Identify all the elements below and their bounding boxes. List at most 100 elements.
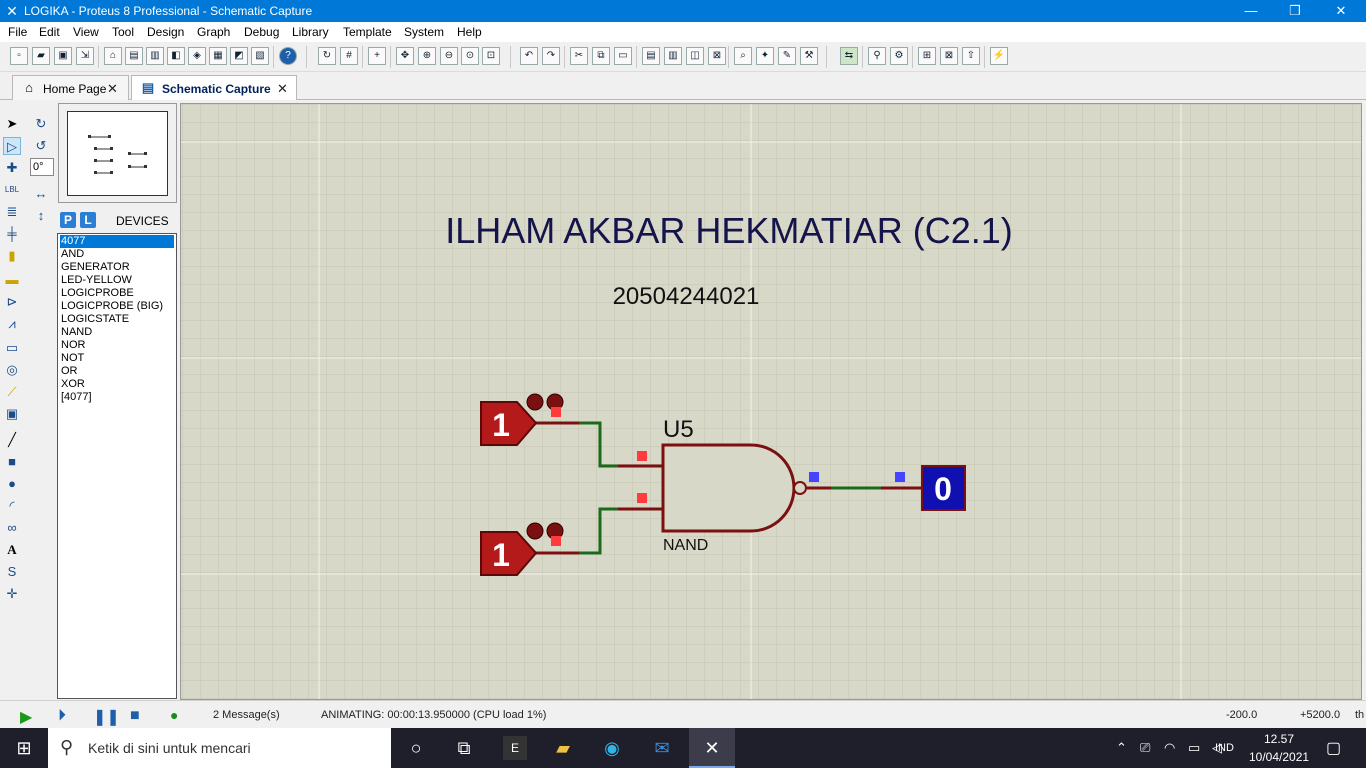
path-tool-icon[interactable]: ∞ xyxy=(7,520,17,535)
logicstate-toggle-icon[interactable] xyxy=(526,522,544,540)
subcircuit-icon[interactable]: ▮ xyxy=(8,248,16,263)
overview-window[interactable] xyxy=(58,103,177,203)
info-icon[interactable]: ● xyxy=(170,707,179,723)
grid-toggle-icon[interactable]: # xyxy=(340,47,358,65)
schematic-title-text[interactable]: ILHAM AKBAR HEKMATIAR (C2.1) xyxy=(445,210,1012,251)
list-item[interactable]: OR xyxy=(61,365,78,377)
close-tab-icon[interactable]: ✕ xyxy=(277,81,288,96)
taskbar-app-e-icon[interactable]: E xyxy=(503,736,527,760)
task-view-icon[interactable]: ⧉ xyxy=(457,738,471,758)
schematic-canvas[interactable]: ILHAM AKBAR HEKMATIAR (C2.1) 20504244021… xyxy=(180,103,1362,700)
device-selector-list[interactable]: 4077 AND GENERATOR LED-YELLOW LOGICPROBE… xyxy=(57,233,177,699)
terminals-icon[interactable]: ▬ xyxy=(5,272,19,287)
menu-template[interactable]: Template xyxy=(343,25,392,39)
language-indicator[interactable]: IND xyxy=(1215,742,1234,754)
remove-sheet-icon[interactable]: ⊠ xyxy=(940,47,958,65)
tape-recorder-icon[interactable]: ▭ xyxy=(5,340,19,355)
list-item[interactable]: LED-YELLOW xyxy=(61,274,132,286)
list-item[interactable]: NOT xyxy=(61,352,85,364)
list-item[interactable]: 4077 xyxy=(60,235,174,248)
source-code-icon[interactable]: ◩ xyxy=(230,47,248,65)
help-icon[interactable]: ? xyxy=(279,47,297,65)
edge-browser-icon[interactable]: ◉ xyxy=(604,738,620,758)
search-tag-icon[interactable]: ⚲ xyxy=(868,47,886,65)
windows-start-icon[interactable]: ⊞ xyxy=(16,738,32,758)
tab-home-page[interactable]: ⌂ Home Page ✕ xyxy=(12,75,129,100)
block-rotate-icon[interactable]: ◫ xyxy=(686,47,704,65)
text-script-icon[interactable]: ≣ xyxy=(6,204,18,219)
generator-icon[interactable]: ◎ xyxy=(6,362,18,377)
restore-button[interactable]: ❐ xyxy=(1289,3,1301,18)
rotate-clockwise-icon[interactable]: ↻ xyxy=(35,116,47,131)
selection-mode-icon[interactable]: ➤ xyxy=(6,116,18,131)
wifi-icon[interactable]: ◠ xyxy=(1164,740,1176,755)
block-copy-icon[interactable]: ▤ xyxy=(642,47,660,65)
make-device-icon[interactable]: ✦ xyxy=(756,47,774,65)
voltage-probe-icon[interactable]: ⟋ xyxy=(7,384,17,399)
volume-icon[interactable]: ◁ xyxy=(1212,740,1222,755)
menu-edit[interactable]: Edit xyxy=(39,25,60,39)
close-tab-icon[interactable]: ✕ xyxy=(107,81,118,96)
save-icon[interactable]: ▣ xyxy=(54,47,72,65)
list-item[interactable]: NAND xyxy=(61,326,93,338)
gerber-icon[interactable]: ◧ xyxy=(167,47,185,65)
component-mode-icon[interactable]: ▷ xyxy=(3,137,21,155)
messages-count[interactable]: 2 Message(s) xyxy=(213,709,280,721)
menu-tool[interactable]: Tool xyxy=(112,25,135,39)
battery-icon[interactable]: ▭ xyxy=(1188,740,1201,755)
stop-icon[interactable]: ■ xyxy=(130,707,140,724)
file-explorer-icon[interactable]: ▰ xyxy=(556,738,570,758)
close-button[interactable]: ✕ xyxy=(1335,3,1347,18)
mirror-horizontal-icon[interactable]: ↔ xyxy=(34,186,48,201)
graph-mode-icon[interactable]: ⩘ xyxy=(8,316,16,331)
menu-library[interactable]: Library xyxy=(292,25,329,39)
device-pins-icon[interactable]: ⊳ xyxy=(6,294,18,309)
block-delete-icon[interactable]: ⊠ xyxy=(708,47,726,65)
pause-icon[interactable]: ❚❚ xyxy=(93,709,120,726)
marker-tool-icon[interactable]: ✛ xyxy=(6,586,18,601)
box-tool-icon[interactable]: ■ xyxy=(8,454,16,469)
schematic-id-text[interactable]: 20504244021 xyxy=(613,283,760,310)
overview-thumbnail[interactable] xyxy=(67,111,168,196)
clock-time[interactable]: 12.57 xyxy=(1264,732,1295,746)
list-item[interactable]: [4077] xyxy=(61,391,92,403)
zoom-out-icon[interactable]: ⊖ xyxy=(440,47,458,65)
circle-tool-icon[interactable]: ● xyxy=(8,476,16,491)
property-tool-icon[interactable]: ⚙ xyxy=(890,47,908,65)
junction-dot-icon[interactable]: ✚ xyxy=(6,160,18,175)
cut-icon[interactable]: ✂ xyxy=(570,47,588,65)
menu-graph[interactable]: Graph xyxy=(197,25,231,39)
logicstate-toggle-icon[interactable] xyxy=(526,393,544,411)
taskbar-search-box[interactable]: ⚲ Ketik di sini untuk mencari xyxy=(48,728,391,768)
rotate-anticlockwise-icon[interactable]: ↺ xyxy=(35,138,47,153)
electrical-rule-check-icon[interactable]: ⚡ xyxy=(990,47,1008,65)
3d-view-icon[interactable]: ◈ xyxy=(188,47,206,65)
wire-label-icon[interactable]: LBL xyxy=(4,185,20,194)
list-item[interactable]: NOR xyxy=(61,339,86,351)
menu-help[interactable]: Help xyxy=(457,25,482,39)
menu-view[interactable]: View xyxy=(73,25,99,39)
schematic-icon[interactable]: ▤ xyxy=(125,47,143,65)
play-icon[interactable]: ▶ xyxy=(20,709,33,726)
logicstate-input-b[interactable]: 1 xyxy=(480,522,564,576)
virtual-instruments-icon[interactable]: ▣ xyxy=(5,406,19,421)
list-item[interactable]: LOGICPROBE xyxy=(61,287,134,299)
notification-icon[interactable]: ▢ xyxy=(1326,740,1342,757)
rotation-input[interactable]: 0° xyxy=(30,158,54,176)
import-icon[interactable]: ⇲ xyxy=(76,47,94,65)
pick-devices-button[interactable]: P xyxy=(60,212,76,228)
menu-system[interactable]: System xyxy=(404,25,445,39)
line-tool-icon[interactable]: ╱ xyxy=(8,432,16,447)
origin-icon[interactable]: + xyxy=(368,47,386,65)
clock-date[interactable]: 10/04/2021 xyxy=(1249,750,1310,764)
new-file-icon[interactable]: ▫ xyxy=(10,47,28,65)
menu-file[interactable]: File xyxy=(8,25,28,39)
symbol-tool-icon[interactable]: S xyxy=(7,564,17,579)
new-sheet-icon[interactable]: ⊞ xyxy=(918,47,936,65)
menu-debug[interactable]: Debug xyxy=(244,25,280,39)
zoom-area-icon[interactable]: ⊡ xyxy=(482,47,500,65)
bom-icon[interactable]: ▦ xyxy=(209,47,227,65)
pcb-layout-icon[interactable]: ▥ xyxy=(146,47,164,65)
decompose-icon[interactable]: ⚒ xyxy=(800,47,818,65)
refresh-icon[interactable]: ↻ xyxy=(318,47,336,65)
